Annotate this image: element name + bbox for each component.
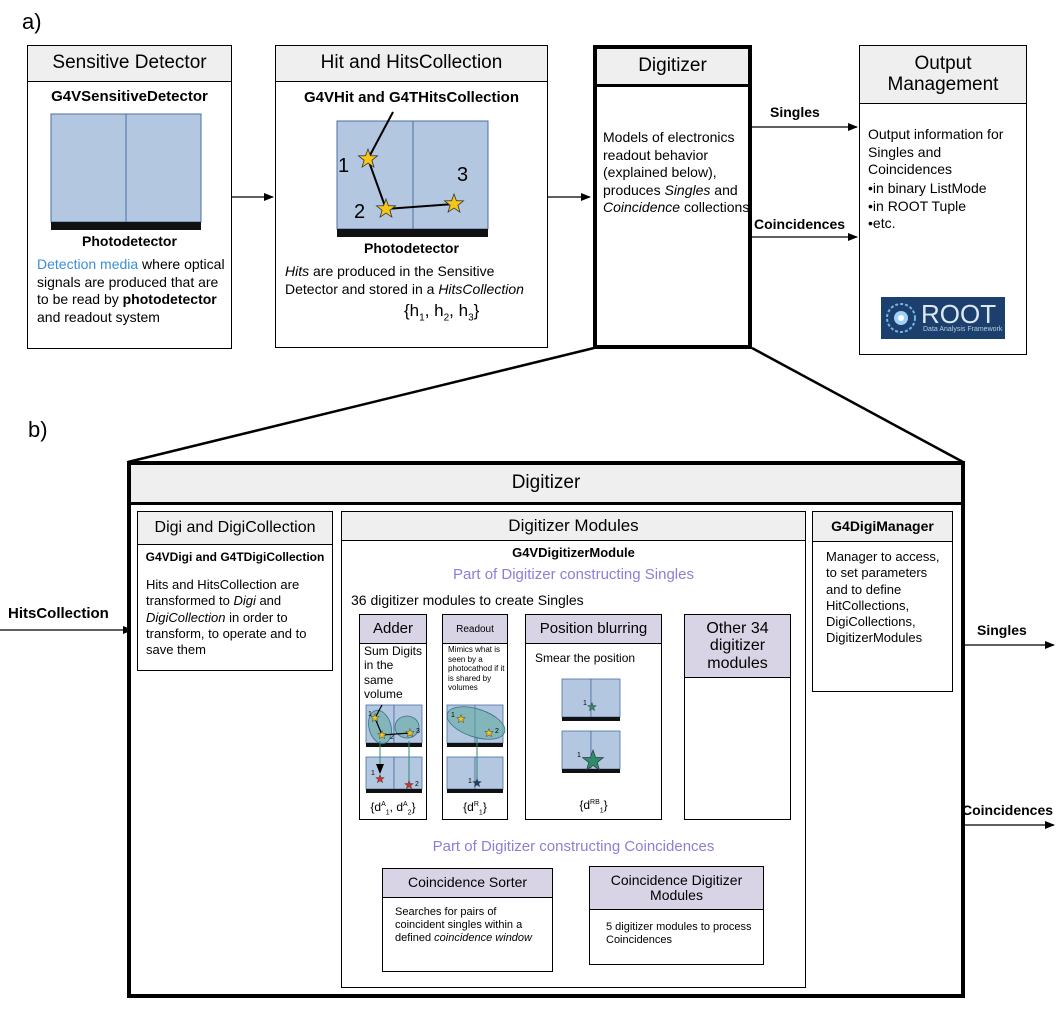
root-logo: ROOT Data Analysis Framework <box>881 297 1005 339</box>
hit-track <box>366 111 455 211</box>
adder-hit-number-2: 2 <box>390 734 394 741</box>
coincidence-digitizer-modules-box: Coincidence Digitizer Modules 5 digitize… <box>589 866 764 965</box>
other-modules-title: Other 34 digitizer modules <box>685 615 790 678</box>
digitizer-box: Digitizer Models of electronics readout … <box>593 45 752 349</box>
adder-description: Sum Digits in the same volume <box>364 644 423 702</box>
adder-output-number-1: 1 <box>371 770 375 777</box>
digi-collection-box: Digi and DigiCollection G4VDigi and G4TD… <box>137 511 333 671</box>
sd-detector-graphic <box>50 113 202 230</box>
output-bullet-list: •in binary ListMode •in ROOT Tuple •etc. <box>868 180 1028 233</box>
digi-manager-title: G4DigiManager <box>813 512 952 542</box>
singles-module-count: 36 digitizer modules to create Singles <box>351 592 584 608</box>
singles-part-heading: Part of Digitizer constructing Singles <box>453 566 694 583</box>
panel-b-label: b) <box>28 417 48 442</box>
hit-crystal-left <box>336 120 414 230</box>
readout-hit-number-1: 1 <box>451 712 455 719</box>
sensitive-detector-title: Sensitive Detector <box>28 46 231 82</box>
hit-photodetector-bar <box>337 229 488 237</box>
adder-module-box: Adder Sum Digits in the same volume 1 2 … <box>359 614 427 820</box>
readout-output-set: {dR1} <box>463 800 487 817</box>
hit-crystal-right <box>412 120 489 230</box>
coincidences-output-label: Coincidences <box>962 802 1054 818</box>
digitizer-module-class-name: G4VDigitizerModule <box>512 545 635 560</box>
readout-module-box: Readout Mimics what is seen by a photoca… <box>442 614 508 820</box>
hit-box: Hit and HitsCollection G4VHit and G4THit… <box>275 45 548 348</box>
zoom-line-right <box>751 346 964 464</box>
hit-number-1: 1 <box>338 155 350 177</box>
adder-hit-number-1: 1 <box>368 711 372 718</box>
adder-hit-number-3: 3 <box>416 728 420 735</box>
blurring-hit-number-1: 1 <box>583 700 587 707</box>
hit-detector-graphic <box>336 111 489 237</box>
digitizer-modules-title: Digitizer Modules <box>342 512 805 541</box>
hit-star-1 <box>357 147 379 169</box>
output-management-box: Output Management Output information for… <box>859 45 1027 355</box>
hits-set-notation: {h1, h2, h3} <box>404 301 480 324</box>
position-blurring-module-box: Position blurring Smear the position 1 1… <box>525 614 662 820</box>
readout-title: Readout <box>443 615 507 644</box>
readout-hit-number-2: 2 <box>495 728 499 735</box>
other-modules-box: Other 34 digitizer modules <box>684 614 791 820</box>
hit-title: Hit and HitsCollection <box>276 46 547 82</box>
adder-output-set: {dA1, dA2} <box>370 800 416 817</box>
position-blurring-title: Position blurring <box>526 615 661 644</box>
position-blurring-output-set: {dRB1} <box>579 798 608 815</box>
hit-number-2: 2 <box>354 201 366 223</box>
sd-crystal-left <box>50 113 127 223</box>
output-title: Output Management <box>860 46 1026 104</box>
readout-graphic <box>446 704 506 793</box>
digi-manager-description: Manager to access, to set parameters and… <box>826 549 940 646</box>
position-blurring-graphic <box>561 678 621 773</box>
root-logo-swirl-icon <box>886 303 916 333</box>
adder-title: Adder <box>360 615 426 644</box>
adder-graphic <box>365 704 423 793</box>
readout-description: Mimics what is seen by a photocathod if … <box>448 645 505 693</box>
sd-crystal-right <box>125 113 202 223</box>
digitizer-detail-title: Digitizer <box>131 465 961 505</box>
singles-arrow-label: Singles <box>770 104 820 120</box>
hit-star-3 <box>443 192 465 214</box>
sensitive-detector-class-name: G4VSensitiveDetector <box>51 88 208 105</box>
coincidence-sorter-title: Coincidence Sorter <box>383 869 552 898</box>
root-logo-text: ROOT <box>921 299 997 329</box>
hitscollection-input-label: HitsCollection <box>8 605 109 622</box>
output-bullet: •etc. <box>868 215 896 231</box>
digitizer-description: Models of electronics readout behavior (… <box>603 129 750 215</box>
coincidences-arrow-label: Coincidences <box>754 216 846 232</box>
coincidence-digitizer-modules-description: 5 digitizer modules to process Coinciden… <box>606 921 752 947</box>
hit-star-2 <box>375 197 397 219</box>
digi-manager-box: G4DigiManager Manager to access, to set … <box>812 511 953 692</box>
panel-a-label: a) <box>22 9 42 34</box>
hit-number-3: 3 <box>457 164 469 186</box>
blurring-output-number-1: 1 <box>577 752 581 759</box>
blurred-star <box>581 749 605 771</box>
position-blurring-description: Smear the position <box>535 651 636 665</box>
sd-photodetector-label: Photodetector <box>82 233 177 249</box>
output-description: Output information for Singles and Coinc… <box>868 126 1004 177</box>
digitizer-title: Digitizer <box>597 49 748 87</box>
readout-shared-ellipse <box>446 706 506 740</box>
sensitive-detector-box: Sensitive Detector G4VSensitiveDetector … <box>27 45 232 349</box>
readout-output-number-1: 1 <box>468 778 472 785</box>
output-bullet: •in binary ListMode <box>868 180 987 196</box>
singles-output-label: Singles <box>977 622 1027 638</box>
root-logo-subtitle: Data Analysis Framework <box>923 326 1003 333</box>
digi-description: Hits and HitsCollection are transformed … <box>146 577 307 657</box>
hit-photodetector-label: Photodetector <box>364 240 459 256</box>
coincidence-digitizer-modules-title: Coincidence Digitizer Modules <box>590 867 763 910</box>
coincidences-part-heading: Part of Digitizer constructing Coinciden… <box>432 838 715 855</box>
sd-photodetector-bar <box>51 222 201 230</box>
digi-class-name: G4VDigi and G4TDigiCollection <box>145 550 325 564</box>
coincidence-sorter-description: Searches for pairs of coincident singles… <box>395 906 532 945</box>
output-bullet: •in ROOT Tuple <box>868 197 967 214</box>
hit-class-name: G4VHit and G4THitsCollection <box>303 89 520 106</box>
adder-output-number-2: 2 <box>415 781 419 788</box>
coincidence-sorter-box: Coincidence Sorter Searches for pairs of… <box>382 868 553 972</box>
hit-description: Hits are produced in the Sensitive Detec… <box>285 263 524 297</box>
sd-description: Detection media where optical signals ar… <box>37 256 225 325</box>
zoom-line-left <box>127 346 595 464</box>
digi-title: Digi and DigiCollection <box>138 512 332 545</box>
